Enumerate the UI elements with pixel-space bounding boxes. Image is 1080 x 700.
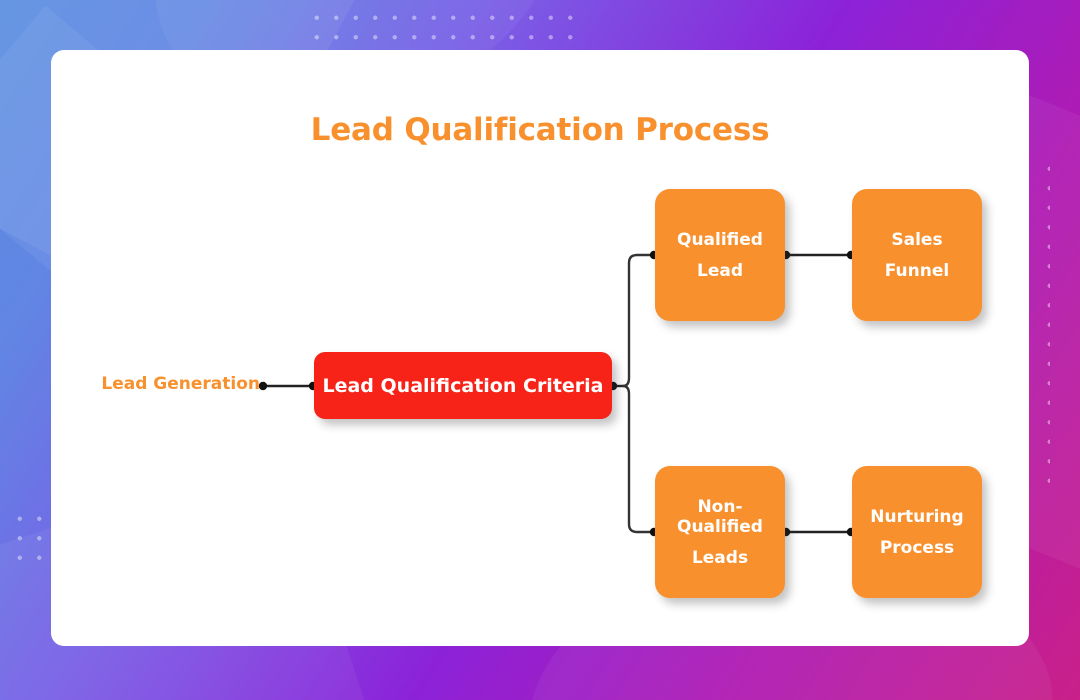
dot-pattern-right	[1036, 155, 1050, 485]
node-label-line1: Qualified	[677, 229, 763, 250]
node-qualified-lead[interactable]: Qualified Lead	[655, 189, 785, 321]
node-non-qualified-leads[interactable]: Non-Qualified Leads	[655, 466, 785, 598]
node-label-line2: Leads	[691, 547, 749, 568]
node-label-line2: Funnel	[884, 260, 950, 281]
dot-pattern-top	[303, 4, 578, 54]
node-label: Lead Qualification Criteria	[322, 374, 604, 397]
node-label-line1: Nurturing	[870, 506, 964, 527]
flowchart: Lead Generation Lead Qualification Crite…	[51, 50, 1029, 646]
node-label-line1: Non-Qualified	[677, 496, 763, 537]
node-sales-funnel[interactable]: Sales Funnel	[852, 189, 982, 321]
node-label-line1: Sales	[891, 229, 943, 250]
content-card: Lead Qualification Process	[51, 50, 1029, 646]
node-lead-qualification-criteria[interactable]: Lead Qualification Criteria	[314, 352, 612, 419]
node-nurturing-process[interactable]: Nurturing Process	[852, 466, 982, 598]
node-label-line2: Lead	[696, 260, 743, 281]
node-lead-generation[interactable]: Lead Generation	[101, 374, 260, 394]
page-title: Lead Qualification Process	[310, 112, 770, 148]
node-label-line2: Process	[879, 537, 955, 558]
